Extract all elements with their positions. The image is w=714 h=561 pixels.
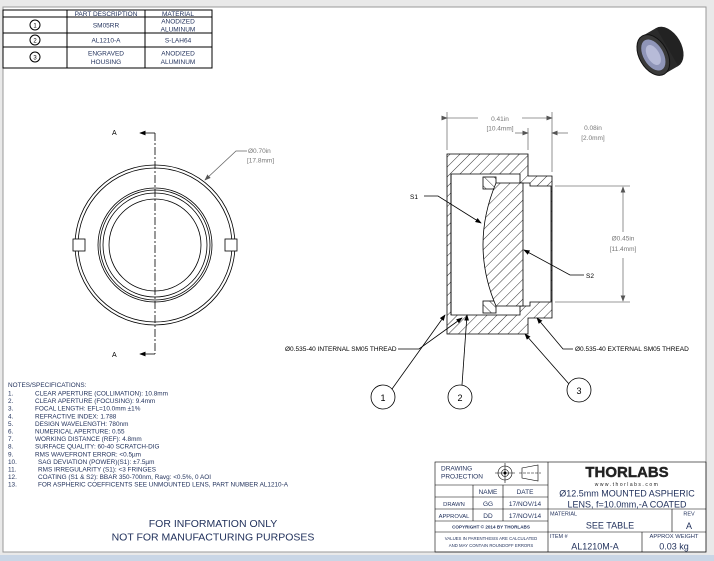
projection-label: DRAWING <box>441 466 472 473</box>
projection-label: PROJECTION <box>441 474 483 481</box>
external-thread-label: Ø0.535-40 EXTERNAL SM05 THREAD <box>575 346 689 353</box>
header-material: MATERIAL <box>162 11 194 18</box>
note-text: SURFACE QUALITY: 60-40 SCRATCH-DIG <box>35 444 160 451</box>
material-value: SEE TABLE <box>586 521 634 531</box>
part-material: ALUMINUM <box>161 26 196 33</box>
disclaimer: FOR INFORMATION ONLY NOT FOR MANUFACTURI… <box>112 518 315 544</box>
part-description: HOUSING <box>91 59 121 66</box>
thorlabs-logo: THORLABS <box>585 464 668 481</box>
section-label: A <box>112 352 117 359</box>
note-number: 6. <box>8 429 14 436</box>
balloon-1: 1 <box>380 393 385 403</box>
part-material: ANODIZED <box>161 51 195 58</box>
values-note: AND MAY CONTAIN ROUNDOFF ERRORS <box>449 543 534 548</box>
note-text: NUMERICAL APERTURE: 0.55 <box>35 429 125 436</box>
surface-1-label: S1 <box>410 194 418 201</box>
note-number: 2. <box>8 398 14 405</box>
approval-name: DD <box>483 513 493 520</box>
note-number: 12. <box>8 474 17 481</box>
note-text: REFRACTIVE INDEX: 1.788 <box>35 413 117 420</box>
lens <box>482 182 524 307</box>
third-angle-projection-icon <box>495 463 541 483</box>
name-header: NAME <box>479 489 498 496</box>
svg-text:NOT FOR MANUFACTURING PURPOSES: NOT FOR MANUFACTURING PURPOSES <box>112 532 315 544</box>
approval-date: 17/NOV/14 <box>509 513 542 520</box>
note-number: 10. <box>8 459 17 466</box>
note-text: CLEAR APERTURE (FOCUSING): 9.4mm <box>35 398 155 405</box>
thread-length-dimension-mm: [2.0mm] <box>581 135 605 142</box>
item-label: ITEM # <box>550 534 569 540</box>
aperture-dimension-mm: [11.4mm] <box>610 246 637 253</box>
diameter-dimension-mm: [17.8mm] <box>247 158 274 165</box>
length-dimension: 0.41in <box>491 116 509 123</box>
note-text: CLEAR APERTURE (COLLIMATION): 10.8mm <box>35 391 168 398</box>
thread-length-dimension: 0.08in <box>584 125 602 132</box>
part-material: ANODIZED <box>161 19 195 26</box>
drawn-date: 17/NOV/14 <box>509 501 542 508</box>
notes: NOTES/SPECIFICATIONS: 1. CLEAR APERTURE (… <box>8 382 289 489</box>
note-text: FOCAL LENGTH: EFL=10.0mm ±1% <box>35 406 141 413</box>
note-number: 3. <box>8 406 14 413</box>
diameter-dimension: Ø0.70in <box>248 148 271 155</box>
note-number: 5. <box>8 421 14 428</box>
sheet-border <box>2 6 707 553</box>
front-view: A A Ø0.70in [17.8mm] <box>72 130 274 359</box>
part-description: ENGRAVED <box>88 51 124 58</box>
note-number: 4. <box>8 413 14 420</box>
date-header: DATE <box>517 489 535 496</box>
notes-title: NOTES/SPECIFICATIONS: <box>8 382 87 389</box>
section-label: A <box>112 130 117 137</box>
length-dimension-mm: [10.4mm] <box>486 126 513 133</box>
item-balloon: 3 <box>33 56 37 62</box>
note-text: SAG DEVIATION (POWER)(S1): ±7.5µm <box>38 459 154 466</box>
note-text: FOR ASPHERIC COEFFICENTS SEE UNMOUNTED L… <box>38 482 289 489</box>
item-balloon: 2 <box>33 39 37 45</box>
drawn-label: DRAWN <box>443 502 465 508</box>
section-view: 0.41in [10.4mm] 0.08in [2.0mm] Ø0.45in [… <box>285 112 689 410</box>
note-text: RMS WAVEFRONT ERROR: <0.5µm <box>35 451 141 458</box>
internal-thread-label: Ø0.535-40 INTERNAL SM05 THREAD <box>285 346 397 353</box>
note-text: RMS IRREGULARITY (S1): <3 FRINGES <box>38 467 156 474</box>
values-note: VALUES IN PARENTHESIS ARE CALCULATED <box>445 536 537 541</box>
material-label: MATERIAL <box>550 512 577 518</box>
drawn-name: GG <box>483 501 493 508</box>
parts-table: PART DESCRIPTION MATERIAL 1 SM05RR ANODI… <box>2 9 213 69</box>
surface-2-label: S2 <box>586 273 594 280</box>
rev-label: REV <box>683 512 695 518</box>
part-description: AL1210-A <box>92 38 122 45</box>
drawing-title: LENS, f=10.0mm,-A COATED <box>567 499 687 509</box>
website: www.thorlabs.com <box>595 482 660 488</box>
header-part-description: PART DESCRIPTION <box>75 11 138 18</box>
balloon-2: 2 <box>457 393 462 403</box>
title-block: DRAWING PROJECTION NAME DATE DRAWN GG 17… <box>434 461 707 553</box>
drawing-title: Ø12.5mm MOUNTED ASPHERIC <box>559 489 695 499</box>
note-number: 11. <box>8 467 17 474</box>
svg-text:FOR INFORMATION ONLY: FOR INFORMATION ONLY <box>149 518 278 530</box>
note-text: COATING (S1 & S2): BBAR 350-700nm, Ravg:… <box>38 474 211 481</box>
product-render <box>636 26 684 76</box>
rev-value: A <box>686 521 692 531</box>
weight-label: APPROX WEIGHT <box>650 534 699 540</box>
note-number: 9. <box>8 451 14 458</box>
note-number: 13. <box>8 482 17 489</box>
approval-label: APPROVAL <box>439 514 471 520</box>
part-material: S-LAH64 <box>165 38 192 45</box>
note-number: 8. <box>8 444 14 451</box>
note-text: WORKING DISTANCE (REF): 4.8mm <box>35 436 142 443</box>
weight-value: 0.03 kg <box>659 542 689 552</box>
note-number: 1. <box>8 391 14 398</box>
part-material: ALUMINUM <box>161 59 196 66</box>
part-description: SM05RR <box>93 23 120 30</box>
copyright: COPYRIGHT © 2014 BY THORLABS <box>452 524 530 530</box>
note-text: DESIGN WAVELENGTH: 780nm <box>35 421 128 428</box>
balloon-3: 3 <box>576 386 581 396</box>
aperture-dimension: Ø0.45in <box>612 236 635 243</box>
note-number: 7. <box>8 436 14 443</box>
item-balloon: 1 <box>33 24 37 30</box>
item-number: AL1210M-A <box>571 542 619 552</box>
